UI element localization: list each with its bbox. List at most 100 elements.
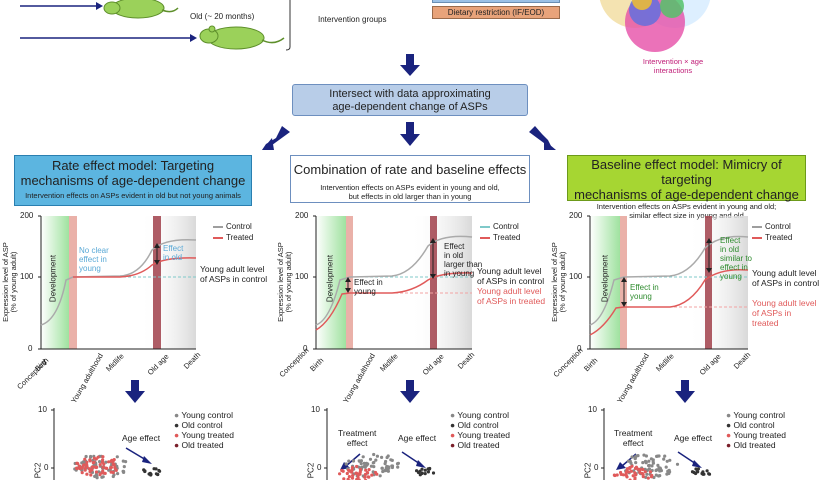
ytick-100: 100 (569, 272, 583, 281)
pca-point (628, 466, 632, 470)
ylabel-line2: (% of young adult) (9, 251, 18, 313)
pca-point (633, 456, 637, 460)
intervention-box-top (432, 0, 560, 3)
legend-control: Control (480, 222, 519, 231)
legend-old-control: ● Old control (174, 420, 223, 430)
pca-point (368, 457, 373, 461)
trajectory-plots (38, 215, 749, 366)
pca-point (367, 475, 371, 479)
pca-plots (51, 408, 712, 480)
legend-young-control: ● Young control (174, 410, 234, 420)
note-line: in old (163, 253, 183, 262)
pca-point (373, 470, 378, 475)
ref-line: Young adult level (752, 298, 817, 308)
pca-point (629, 469, 634, 473)
pca-point (431, 471, 436, 475)
note-young-combo: Effect in young (354, 278, 383, 296)
rate-subtitle: Intervention effects on ASPs evident in … (25, 191, 241, 200)
pca-point (122, 470, 126, 474)
pca-point (383, 462, 387, 466)
pca-point (700, 471, 704, 476)
pca-point (78, 464, 82, 468)
venn-label-line2: interactions (653, 66, 693, 75)
pca-point (644, 461, 648, 465)
branch-arrows (262, 122, 556, 150)
old-mouse-icon (199, 25, 285, 50)
pca-point (90, 468, 94, 472)
note-young-rate: No clear effect in young (79, 246, 109, 273)
pca-point (638, 467, 642, 471)
pca-point (372, 460, 376, 465)
pca-point (122, 465, 126, 469)
intersect-line2: age-dependent change of ASPs (332, 101, 488, 113)
pca-point (90, 465, 94, 469)
rate-title-line1: Rate effect model: Targeting (51, 158, 215, 173)
legend-label: Old treated (733, 440, 776, 450)
pca-point (641, 467, 645, 472)
pca-point (94, 457, 98, 461)
ref-line: Young adult level (752, 268, 817, 278)
pca-point (154, 472, 158, 476)
ref-line: of ASPs in control (477, 276, 545, 286)
pca-point (372, 452, 376, 457)
pca-point (85, 460, 89, 464)
pca-point (366, 462, 370, 466)
pca-legend: ● Young control ● Old control ● Young tr… (450, 410, 510, 450)
ytick-0: 0 (577, 344, 582, 353)
pca-point (649, 475, 654, 479)
legend-label: Young control (457, 410, 510, 420)
ytick-200: 200 (569, 211, 583, 220)
pca-point (89, 473, 93, 477)
pca-point (612, 473, 617, 477)
legend-treated: Treated (480, 233, 520, 242)
pca-point (94, 470, 99, 474)
pca-point (98, 463, 102, 467)
pca-ytick-10: 10 (588, 405, 597, 414)
pca-point (355, 464, 359, 469)
intersect-box: Intersect with data approximating age-de… (292, 84, 528, 116)
pca-point (633, 466, 638, 470)
plot-combination (313, 215, 473, 350)
pca-point (83, 457, 87, 461)
pca-point (362, 464, 367, 468)
legend-label: Young control (181, 410, 234, 420)
pca-point (80, 466, 84, 470)
age-effect-label: Age effect (122, 433, 161, 443)
legend-young-control: ● Young control (450, 410, 510, 420)
pca-point (359, 462, 363, 466)
pca-point (364, 468, 368, 472)
note-line: larger than (444, 260, 483, 269)
ref-treated-combo: Young adult level of ASPs in treated (477, 286, 545, 306)
pca-ylabel: PC2 (583, 462, 593, 479)
pca-point (624, 473, 628, 477)
pca-point (642, 453, 646, 457)
note-line: effect in (720, 263, 748, 272)
ref-control-baseline: Young adult level of ASPs in control (752, 268, 820, 288)
pca-point (75, 466, 79, 470)
pca-point (84, 454, 88, 459)
old-group-label: Old (~ 20 months) (190, 12, 255, 21)
legend-label: Old treated (181, 440, 224, 450)
ytick-100: 100 (20, 272, 34, 281)
pca-point (101, 458, 105, 462)
pca-point (109, 465, 113, 469)
pca-point (367, 468, 371, 472)
legend-treated-label: Treated (765, 233, 793, 242)
combo-subtitle-line2: but effects in old larger than in young (348, 192, 472, 201)
pca-point (615, 473, 619, 477)
pca-point (662, 457, 666, 461)
note-line: No clear (79, 246, 109, 255)
ylabel: Expression level of ASP (% of young adul… (276, 222, 293, 342)
pca-point (101, 465, 105, 469)
note-line: similar to (720, 254, 753, 263)
pca-point (103, 471, 107, 475)
pca-point (630, 455, 634, 459)
pca-point (654, 468, 658, 473)
note-line: in young (444, 269, 475, 278)
pca-point (634, 461, 638, 465)
pca-point (644, 475, 648, 479)
pca-point (651, 461, 656, 465)
pca-point (668, 470, 672, 474)
pca-point (633, 476, 637, 480)
ref-line: of ASPs in treated (752, 308, 792, 328)
